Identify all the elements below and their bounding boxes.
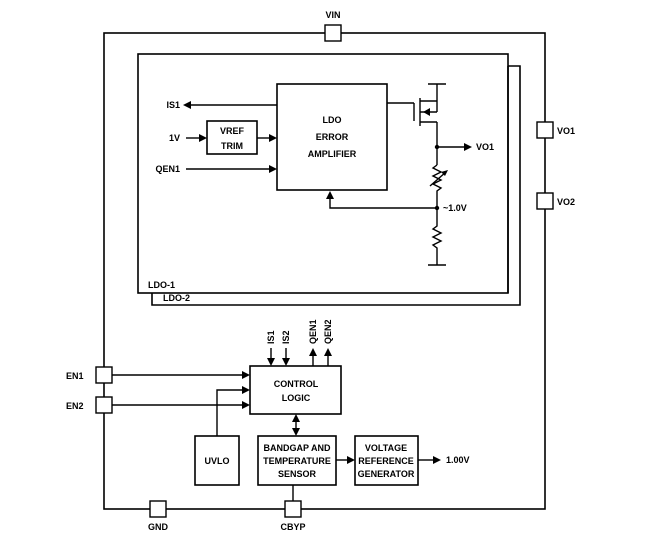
vo1-out-arrow xyxy=(464,143,472,151)
vo1-out-label: VO1 xyxy=(476,142,494,152)
vref-trim-line-1: VREF xyxy=(220,126,245,136)
cbyp-label: CBYP xyxy=(280,522,305,532)
vo2-pin xyxy=(536,192,554,210)
control-signal-is2: IS2 xyxy=(281,330,291,344)
control-signal-is1: IS1 xyxy=(266,330,276,344)
resistor-icon xyxy=(431,208,443,265)
qen1-label: QEN1 xyxy=(155,164,180,174)
ldo1-frame xyxy=(137,53,509,294)
en2-label: EN2 xyxy=(66,401,84,411)
bandgap-line-1: BANDGAP AND xyxy=(263,443,331,453)
gnd-label: GND xyxy=(148,522,169,532)
vref-gen-line-1: VOLTAGE xyxy=(365,443,407,453)
bidir-arrow-down xyxy=(292,428,300,436)
qen1-arrow xyxy=(269,165,277,173)
ldo2-label: LDO-2 xyxy=(163,293,190,303)
vref-out-arrow xyxy=(433,456,441,464)
control-signal-qen2: QEN2 xyxy=(323,319,333,344)
pass-transistor-icon xyxy=(387,83,446,126)
en1-pin xyxy=(95,366,113,384)
qen2-control-arrow xyxy=(324,348,332,356)
gnd-pin xyxy=(149,500,167,518)
trim-to-amp-arrow xyxy=(269,134,277,142)
is1-label: IS1 xyxy=(166,100,180,110)
is1-control-arrow xyxy=(267,358,275,366)
en1-arrow xyxy=(242,371,250,379)
vref-gen-line-2: REFERENCE xyxy=(358,456,414,466)
control-line-1: CONTROL xyxy=(274,379,319,389)
bandgap-line-2: TEMPERATURE xyxy=(263,456,331,466)
is2-control-arrow xyxy=(282,358,290,366)
vref-out-label: 1.00V xyxy=(446,455,470,465)
control-signal-qen1: QEN1 xyxy=(308,319,318,344)
amplifier-line-1: LDO xyxy=(323,115,342,125)
vref-generator-block xyxy=(354,435,419,486)
cbyp-pin xyxy=(284,500,302,518)
bidir-arrow-up xyxy=(292,414,300,422)
qen1-control-arrow xyxy=(309,348,317,356)
bandgap-to-vref-arrow xyxy=(347,456,355,464)
uvlo-arrow xyxy=(242,386,250,394)
fb-voltage-label: ~1.0V xyxy=(443,203,467,213)
vo2-pin-label: VO2 xyxy=(557,197,575,207)
amplifier-line-2: ERROR xyxy=(316,132,349,142)
amplifier-line-3: AMPLIFIER xyxy=(308,149,357,159)
uvlo-label: UVLO xyxy=(204,456,229,466)
control-logic-block xyxy=(249,365,342,415)
ldo2-frame xyxy=(151,65,521,306)
vo1-pin-label: VO1 xyxy=(557,126,575,136)
ref-1v-arrow xyxy=(199,134,207,142)
en2-pin xyxy=(95,396,113,414)
control-line-2: LOGIC xyxy=(282,393,311,403)
en2-arrow xyxy=(242,401,250,409)
vo1-pin xyxy=(536,121,554,139)
feedback-arrow xyxy=(326,191,334,199)
variable-resistor-icon xyxy=(431,164,443,208)
vin-pin xyxy=(324,24,342,42)
vref-gen-line-3: GENERATOR xyxy=(358,469,415,479)
ldo-error-amplifier-block xyxy=(276,83,388,191)
ref-1v-label: 1V xyxy=(169,133,180,143)
bandgap-block xyxy=(257,435,337,486)
is1-arrow xyxy=(183,101,191,109)
ldo1-label: LDO-1 xyxy=(148,280,175,290)
en1-label: EN1 xyxy=(66,371,84,381)
vin-label: VIN xyxy=(325,10,340,20)
vref-trim-line-2: TRIM xyxy=(221,141,243,151)
bandgap-line-3: SENSOR xyxy=(278,469,317,479)
